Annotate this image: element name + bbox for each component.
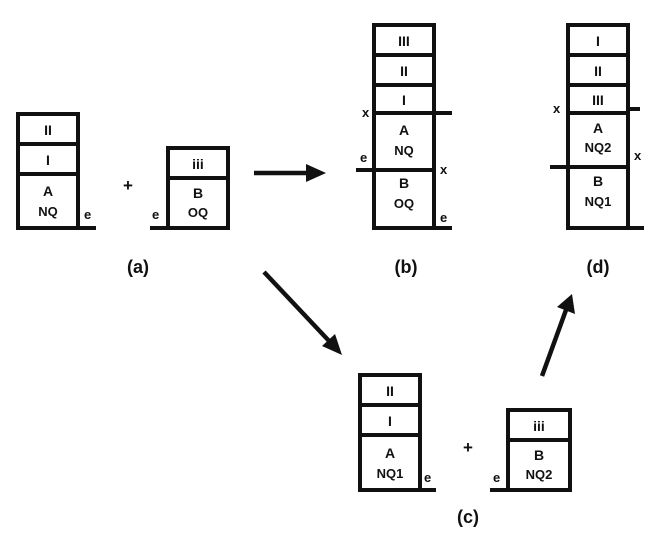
- core-bottom-label: NQ1: [585, 194, 612, 209]
- core-box: [166, 176, 230, 230]
- layer-label: II: [400, 63, 408, 79]
- layer-label: iii: [533, 418, 545, 434]
- panel-a-left-stack: II I A NQ e: [16, 112, 96, 230]
- core-bottom-label: NQ2: [585, 140, 612, 155]
- plus-sign: +: [463, 438, 473, 457]
- layer-label: I: [388, 413, 392, 429]
- panel-c-right-stack: iii B NQ2 e: [490, 408, 572, 492]
- lower-core-box: [566, 165, 630, 230]
- panel-c: II I A NQ1 e + iii B NQ2 e (c): [358, 373, 572, 527]
- panel-label: (c): [457, 507, 479, 527]
- edge-mark: e: [152, 207, 159, 222]
- layer-label: iii: [192, 156, 204, 172]
- edge-mark: e: [84, 207, 91, 222]
- layer-label: III: [398, 33, 410, 49]
- panel-a-right-stack: iii B OQ e: [150, 146, 230, 230]
- core-top-label: A: [399, 122, 409, 138]
- core-top-label: B: [399, 175, 409, 191]
- layer-label: I: [46, 152, 50, 168]
- core-box: [506, 438, 572, 492]
- x-mark: x: [440, 162, 448, 177]
- lower-core-box: [372, 168, 436, 230]
- core-box: [358, 433, 422, 492]
- panel-d: I II III A NQ2 B NQ1 x x (d): [550, 23, 644, 277]
- edge-mark: e: [424, 470, 431, 485]
- layer-box: [506, 408, 572, 442]
- core-top-label: B: [193, 185, 203, 201]
- layer-label: I: [402, 92, 406, 108]
- arrow-c-to-d: [539, 294, 575, 377]
- panel-a: II I A NQ e + iii B OQ e (a): [16, 112, 230, 277]
- panel-label: (a): [127, 257, 149, 277]
- core-bottom-label: NQ: [394, 143, 414, 158]
- panel-label: (d): [587, 257, 610, 277]
- layer-label: II: [386, 383, 394, 399]
- panel-label: (b): [395, 257, 418, 277]
- x-mark: x: [362, 105, 370, 120]
- core-bottom-label: OQ: [188, 205, 208, 220]
- core-bottom-label: NQ: [38, 204, 58, 219]
- plus-sign: +: [123, 176, 133, 195]
- core-top-label: B: [534, 447, 544, 463]
- core-top-label: A: [43, 183, 53, 199]
- panel-b: III II I A NQ B OQ x x e e (b): [356, 23, 452, 277]
- x-mark: x: [634, 148, 642, 163]
- layer-label: III: [592, 92, 604, 108]
- layer-label: I: [596, 33, 600, 49]
- edge-mark: e: [360, 150, 367, 165]
- arrow-a-to-b: [254, 164, 326, 182]
- core-box: [16, 172, 80, 230]
- core-top-label: A: [593, 120, 603, 136]
- edge-mark: e: [493, 470, 500, 485]
- core-bottom-label: OQ: [394, 196, 414, 211]
- core-top-label: A: [385, 445, 395, 461]
- x-mark: x: [553, 101, 561, 116]
- upper-core-box: [372, 111, 436, 172]
- layer-label: II: [44, 122, 52, 138]
- core-top-label: B: [593, 173, 603, 189]
- layer-box: [566, 23, 630, 57]
- core-bottom-label: NQ2: [526, 467, 553, 482]
- edge-mark: e: [440, 210, 447, 225]
- arrow-a-to-c: [262, 270, 342, 355]
- core-bottom-label: NQ1: [377, 466, 404, 481]
- panel-c-left-stack: II I A NQ1 e: [358, 373, 436, 492]
- layer-label: II: [594, 63, 602, 79]
